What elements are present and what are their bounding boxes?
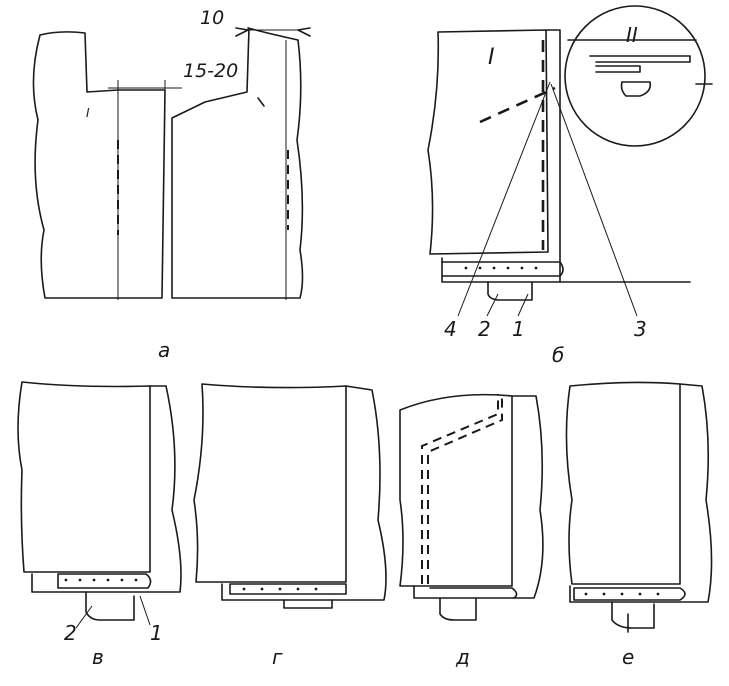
dimension-label-10: 10 (200, 7, 224, 29)
panel-a-right-piece (171, 27, 304, 299)
panel-e-main-piece (565, 381, 681, 585)
panel-e-fold-detail (611, 601, 655, 629)
panel-d-under-piece (413, 395, 544, 599)
panel-b-stitch-diagonal (479, 86, 556, 124)
panel-b-main-piece (427, 29, 549, 255)
callout-leader-3 (550, 83, 638, 317)
callout-leader-4 (457, 81, 551, 317)
callout-leader-1 (517, 293, 529, 317)
panel-v-main-piece (17, 381, 151, 573)
panel-d-stitch-line-2 (427, 396, 503, 584)
panel-g-fold-detail (283, 599, 333, 609)
panel-b-seam-strip (441, 261, 564, 277)
panel-e-seam-strip (573, 587, 686, 601)
panel-d-seam-strip (429, 587, 518, 599)
seam-dots (64, 266, 660, 596)
callout-4: 4 (444, 317, 457, 341)
panel-v-under-piece (31, 385, 182, 593)
panel-b: I II 4 2 1 3 б (427, 5, 713, 367)
panel-a-arrow-left (235, 27, 249, 37)
caption-b: б (552, 343, 564, 367)
callout-leader-2 (486, 293, 499, 317)
callout-1: 1 (512, 317, 525, 341)
caption-e: е (622, 645, 634, 669)
panel-b-fold-detail (487, 281, 533, 301)
panel-d-stitch-line (421, 394, 499, 584)
panel-b-magnifier-detail (567, 39, 697, 97)
caption-g: г (272, 645, 283, 669)
panel-a-notch-tick (257, 97, 265, 107)
roman-label-II: II (626, 23, 638, 47)
caption-v: в (92, 645, 104, 669)
panel-v-seam-strip (57, 573, 152, 589)
panel-a: 10 15-20 I а (32, 7, 311, 362)
panel-g: г (193, 383, 387, 669)
dimension-label-15-20: 15-20 (183, 60, 238, 82)
panel-a-small-mark: I (86, 106, 90, 120)
panel-d-fold-detail (439, 597, 477, 621)
panel-v-fold-detail (85, 591, 135, 621)
panel-g-seam-strip (229, 583, 347, 595)
roman-label-I: I (488, 45, 495, 70)
panel-v: 2 1 в (17, 381, 182, 669)
callout-v-2: 2 (64, 621, 77, 645)
panel-a-left-piece (32, 31, 166, 299)
panel-d-main-piece (399, 393, 513, 587)
callout-leader-v1 (139, 595, 151, 626)
panel-a-arrow-right (297, 27, 311, 37)
callout-3: 3 (634, 317, 647, 341)
caption-d: д (455, 645, 470, 669)
panel-g-main-piece (193, 383, 347, 583)
panel-g-under-piece (221, 385, 387, 601)
panel-e-under-piece (569, 383, 713, 603)
panel-e: е (565, 381, 713, 669)
callout-leader-v2 (75, 605, 93, 629)
panel-d: д (399, 393, 544, 669)
panel-b-magnifier-circle (564, 5, 706, 147)
callout-v-1: 1 (150, 621, 163, 645)
caption-a: а (158, 338, 170, 362)
callout-2: 2 (478, 317, 491, 341)
